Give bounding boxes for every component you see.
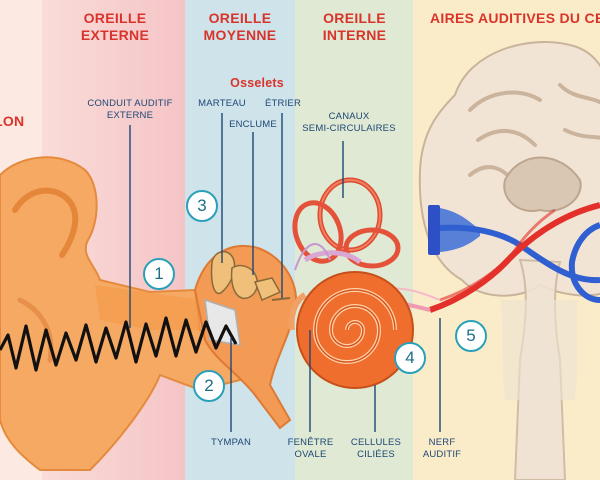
marker-4: 4 — [394, 342, 426, 374]
label-marteau: MARTEAU — [198, 98, 246, 109]
marker-2: 2 — [193, 370, 225, 402]
marker-1: 1 — [143, 258, 175, 290]
leader-lines — [129, 113, 441, 432]
header-aires-auditives: AIRES AUDITIVES DU CE — [430, 10, 600, 26]
header-oreille-interne: OREILLE INTERNE — [322, 10, 387, 43]
header-pavillon: LON — [0, 113, 25, 129]
label-conduit-auditif: CONDUIT AUDITIF EXTERNE — [87, 98, 173, 121]
semicircular-canals-icon — [292, 177, 401, 271]
header-oreille-externe: OREILLE EXTERNE — [80, 10, 150, 43]
label-osselets: Osselets — [230, 76, 284, 90]
label-tympan: TYMPAN — [210, 437, 252, 448]
label-etrier: ÉTRIER — [264, 98, 302, 109]
header-oreille-moyenne: OREILLE MOYENNE — [203, 10, 277, 43]
sound-wave-icon — [0, 316, 238, 372]
cochlea-icon — [288, 271, 414, 389]
marker-5: 5 — [455, 320, 487, 352]
label-fenetre-ovale: FENÊTRE OVALE — [287, 437, 334, 460]
label-cellules-ciliees: CELLULES CILIÉES — [350, 437, 402, 460]
label-enclume: ENCLUME — [229, 119, 277, 130]
label-nerf-auditif: NERF AUDITIF — [422, 437, 462, 460]
label-canaux-semi-circulaires: CANAUX SEMI-CIRCULAIRES — [302, 111, 396, 134]
marker-3: 3 — [186, 190, 218, 222]
